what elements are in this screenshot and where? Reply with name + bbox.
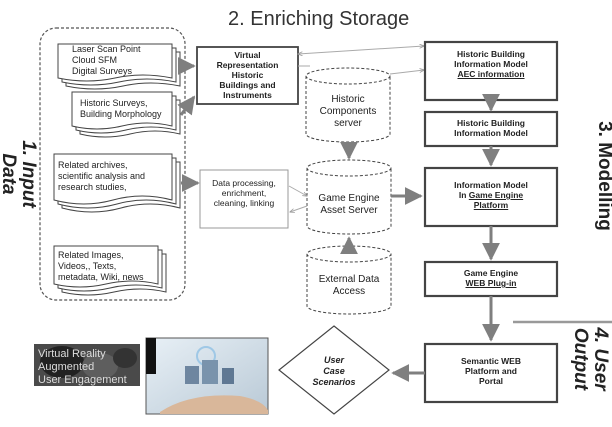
input-doc-surveys [71,91,181,138]
data-processing-box [199,169,289,229]
connector-components-to-aec [389,70,424,75]
vr-photo [34,344,140,386]
input-doc-archives-text: Related archives, scientific analysis an… [58,160,146,192]
web-plugin-text: Game Engine WEB Plug-in [463,268,519,288]
input-data-group [39,27,186,301]
connector-asset-to-processing [290,205,308,212]
user-case-scenarios-text: User Case Scenarios [312,355,356,387]
arrow-surveys-to-virtual [177,95,196,116]
title-enriching-storage: 2. Enriching Storage [228,8,410,30]
hbim-text: Historic Building Information Model [454,118,528,138]
input-doc-scans [57,43,181,90]
label-user-output: 4. User Output [570,327,611,391]
input-doc-media [53,245,167,296]
info-model-box [423,166,559,228]
semantic-web-box [423,342,559,404]
connector-processing-to-asset [288,185,307,196]
external-data-text: External Data Access [318,274,380,297]
asset-server-text: Game Engine Asset Server [318,193,380,216]
hbim-aec-text: Historic Building Information Model AEC … [454,49,528,79]
input-doc-media-text: Related Images, Videos,, Texts, metadata… [58,250,144,282]
input-doc-scans-text: Laser Scan Point Cloud SFM Digital Surve… [72,44,141,76]
virtual-representation-text: Virtual Representation Historic Building… [216,50,279,100]
web-plugin-box [423,260,559,298]
user-case-scenarios-diamond [278,325,390,415]
game-engine-asset-server [306,159,392,235]
hbim-aec-box [423,40,559,102]
info-model-text: Information Model In Game Engine Platfor… [454,180,528,210]
data-processing-text: Data processing, enrichment, cleaning, l… [212,178,276,208]
historic-components-text: Historic Components server [319,94,377,129]
connector-virtual-to-aec [298,46,424,54]
label-modelling: 3. Modelling [594,121,612,231]
ar-photo [145,337,269,415]
virtual-representation-box [196,46,299,105]
input-doc-archives [53,153,181,213]
label-input-data: 1. Input Data [0,140,39,208]
input-doc-surveys-text: Historic Surveys, Building Morphology [80,98,162,119]
semantic-web-text: Semantic WEB Platform and Portal [461,356,521,386]
vr-photo-caption: Virtual Reality Augmented User Engagemen… [38,348,127,386]
